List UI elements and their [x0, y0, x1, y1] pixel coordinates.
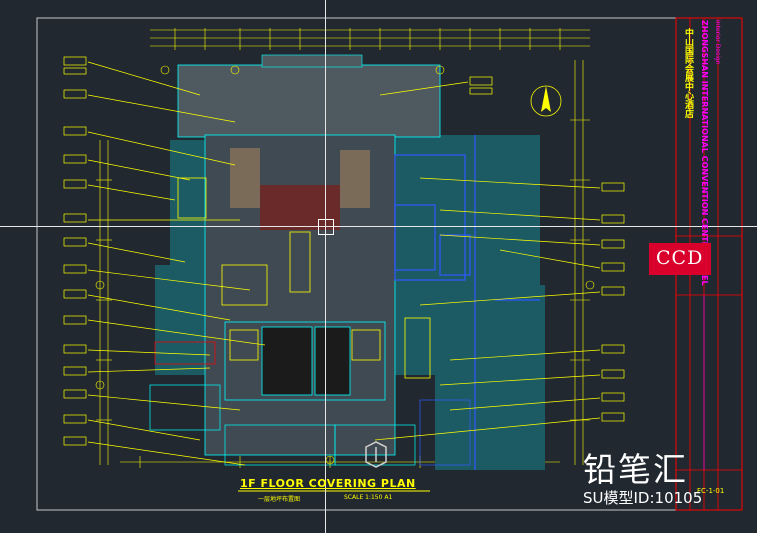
north-arrow-icon — [530, 85, 562, 117]
right-dimensions — [570, 60, 590, 465]
watermark-model-id: SU模型ID:10105 — [583, 489, 703, 507]
plan-title: 1F FLOOR COVERING PLAN — [240, 477, 416, 490]
plan-subtitle: 一层地坪布置图 — [258, 496, 301, 503]
ccd-logo — [649, 243, 711, 275]
elevator-core — [224, 321, 386, 401]
top-stone-area — [177, 64, 441, 138]
annotation-tags-left — [63, 56, 87, 446]
project-name-en: ZHONGSHAN INTERNATIONAL CONVENTION CENTR… — [700, 20, 709, 286]
project-note: Interior Design — [714, 20, 721, 65]
plan-scale: SCALE 1:150 A1 — [344, 494, 393, 501]
red-carpet — [260, 185, 340, 230]
blue-walls — [394, 135, 540, 470]
cursor-pickbox[interactable] — [318, 219, 334, 235]
ccd-logo-text: CCD — [656, 247, 704, 269]
crosshair-vertical — [325, 0, 326, 533]
watermark-brand: 铅笔汇 — [583, 450, 688, 489]
pencil-logo-icon — [365, 441, 387, 468]
annotation-leaders — [87, 61, 601, 466]
grid-bubbles — [95, 65, 595, 465]
teal-zones — [155, 135, 545, 470]
drawing-number: FC-1-01 — [697, 487, 725, 495]
left-dimensions — [96, 140, 112, 465]
project-name-cn: 中山国际会展中心酒店 — [683, 28, 693, 118]
stairs — [177, 177, 431, 379]
annotation-tags-right — [469, 76, 625, 422]
crosshair-horizontal — [0, 226, 757, 227]
top-dimensions — [150, 28, 590, 50]
